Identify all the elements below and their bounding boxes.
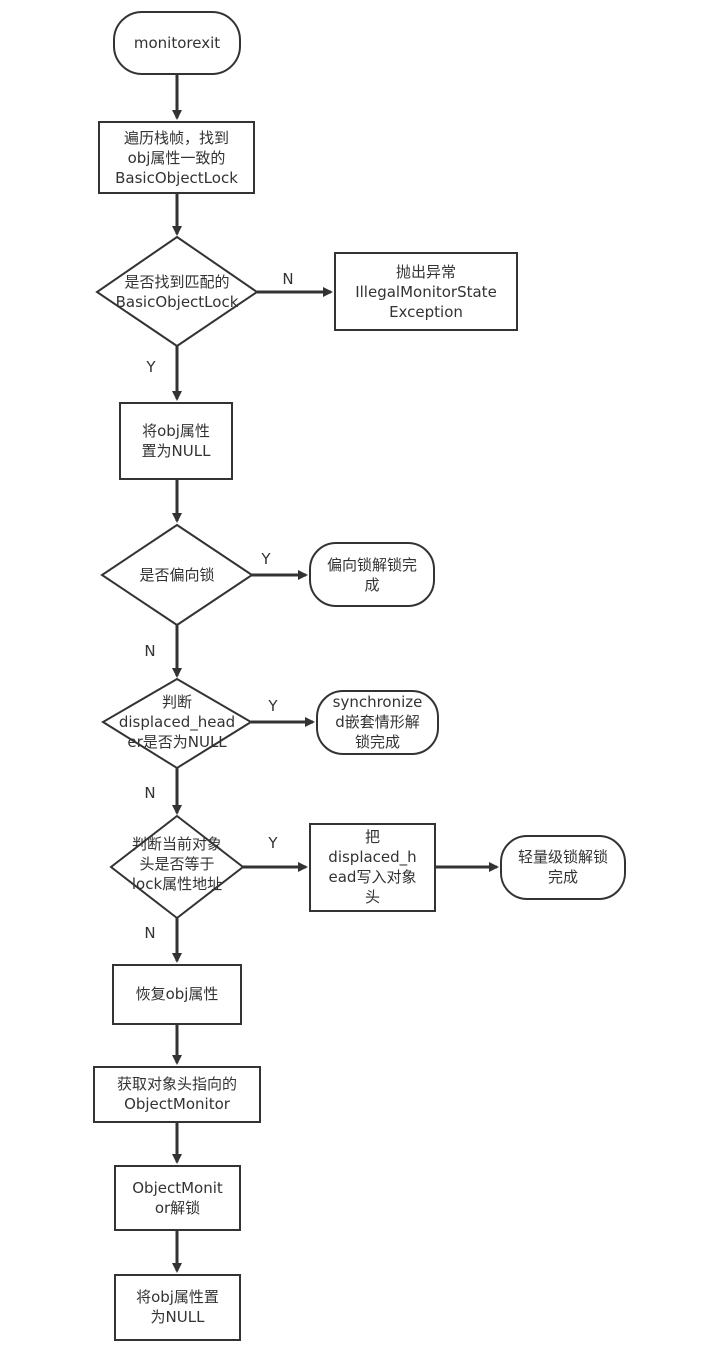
node-traverse-text: 遍历栈帧，找到 obj属性一致的 BasicObjectLock: [115, 129, 238, 187]
check-equal-line: 判断当前对象: [132, 835, 222, 853]
node-nested-done: synchronize d嵌套情形解锁完成: [316, 690, 439, 755]
set-null-2-line: 为NULL: [151, 1308, 206, 1326]
node-biased-done-text: 偏向锁解锁完成: [327, 556, 417, 594]
get-monitor-line: 获取对象头指向的: [117, 1075, 237, 1093]
node-start-text: monitorexit: [134, 34, 220, 52]
label-displaced-no: N: [144, 784, 155, 802]
check-displaced-line: er是否为NULL: [127, 733, 227, 751]
node-light-done-text: 轻量级锁解锁完成: [518, 848, 608, 886]
node-nested-done-text: synchronize d嵌套情形解锁完成: [333, 693, 423, 751]
monitor-unlock-line: ObjectMonit: [132, 1179, 223, 1197]
nested-done-line: d嵌套情形解: [335, 713, 420, 731]
write-header-line: ead写入对象: [329, 868, 417, 886]
label-biased-yes: Y: [260, 550, 271, 568]
node-restore: 恢复obj属性: [112, 964, 242, 1025]
check-equal-line: lock属性地址: [132, 875, 222, 893]
label-biased-no: N: [144, 642, 155, 660]
restore-line: 恢复obj属性: [136, 985, 219, 1003]
label-equal-yes: Y: [267, 834, 278, 852]
node-biased-done: 偏向锁解锁完成: [309, 542, 435, 607]
nested-done-line: 锁完成: [355, 733, 400, 751]
found-match-line: BasicObjectLock: [116, 293, 239, 311]
throw-line: 抛出异常: [396, 263, 456, 281]
node-set-null-2: 将obj属性置为NULL: [114, 1274, 241, 1341]
node-set-null-1-text: 将obj属性置为NULL: [142, 422, 212, 460]
traverse-line: obj属性一致的: [128, 149, 226, 167]
node-is-biased-text: 是否偏向锁: [139, 566, 214, 584]
label-found-no: N: [282, 270, 293, 288]
biased-done-line: 成: [364, 576, 379, 594]
node-check-equal-text: 判断当前对象头是否等于 lock属性地址: [132, 835, 222, 893]
label-found-yes: Y: [145, 358, 156, 376]
is-biased-line: 是否偏向锁: [139, 566, 214, 584]
check-displaced-line: 判断: [162, 693, 192, 711]
node-check-equal: 判断当前对象头是否等于 lock属性地址: [109, 814, 245, 920]
set-null-1-line: 置为NULL: [142, 442, 212, 460]
node-monitor-unlock-text: ObjectMonit or解锁: [132, 1179, 223, 1217]
edge-labels: N Y Y N Y N Y N: [144, 270, 293, 942]
edges: [172, 75, 499, 1273]
set-null-1-line: 将obj属性: [142, 422, 210, 440]
node-restore-text: 恢复obj属性: [136, 985, 219, 1003]
write-header-line: 把: [365, 828, 380, 846]
node-found-match-text: 是否找到匹配的 BasicObjectLock: [116, 273, 239, 311]
traverse-line: 遍历栈帧，找到: [124, 129, 229, 147]
node-found-match: 是否找到匹配的 BasicObjectLock: [95, 235, 259, 348]
node-light-done: 轻量级锁解锁完成: [500, 835, 626, 900]
light-done-line: 完成: [548, 868, 578, 886]
write-header-line: displaced_h: [328, 848, 416, 867]
start-line: monitorexit: [134, 34, 220, 52]
throw-line: Exception: [389, 303, 463, 321]
node-is-biased: 是否偏向锁: [100, 523, 254, 627]
node-start: monitorexit: [113, 11, 241, 75]
check-displaced-line: displaced_head: [119, 713, 235, 732]
nested-done-line: synchronize: [333, 693, 423, 711]
node-set-null-2-text: 将obj属性置为NULL: [136, 1288, 219, 1326]
node-traverse: 遍历栈帧，找到 obj属性一致的 BasicObjectLock: [98, 121, 255, 194]
check-equal-line: 头是否等于: [139, 855, 214, 873]
node-set-null-1: 将obj属性置为NULL: [119, 402, 233, 480]
write-header-line: 头: [365, 888, 380, 906]
set-null-2-line: 将obj属性置: [136, 1288, 219, 1306]
label-displaced-yes: Y: [267, 697, 278, 715]
traverse-line: BasicObjectLock: [115, 169, 238, 187]
light-done-line: 轻量级锁解锁: [518, 848, 608, 866]
found-match-line: 是否找到匹配的: [124, 273, 229, 291]
monitor-unlock-line: or解锁: [155, 1199, 200, 1217]
node-monitor-unlock: ObjectMonit or解锁: [114, 1165, 241, 1231]
node-get-monitor: 获取对象头指向的 ObjectMonitor: [93, 1066, 261, 1123]
label-equal-no: N: [144, 924, 155, 942]
throw-line: IllegalMonitorState: [355, 283, 497, 301]
biased-done-line: 偏向锁解锁完: [327, 556, 417, 574]
node-get-monitor-text: 获取对象头指向的 ObjectMonitor: [117, 1075, 237, 1113]
get-monitor-line: ObjectMonitor: [124, 1095, 231, 1113]
